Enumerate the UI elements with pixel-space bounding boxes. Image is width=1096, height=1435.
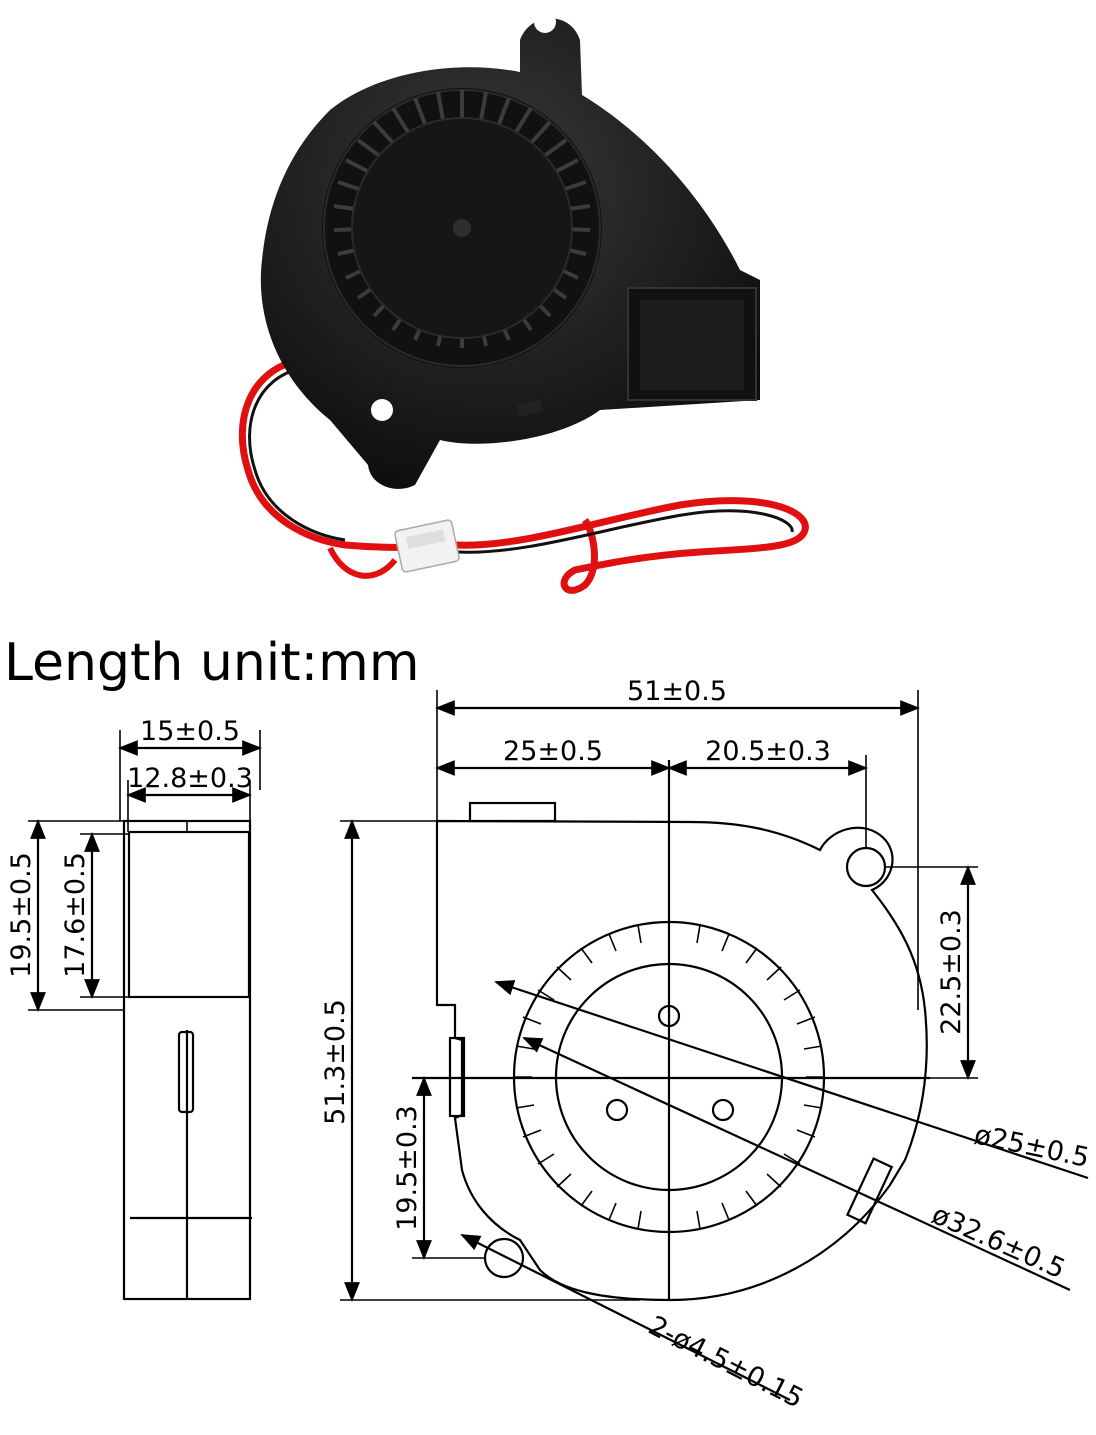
mount-hole-lower <box>483 1237 525 1279</box>
dim-hub-diameter: ø25±0.5 <box>972 1119 1092 1174</box>
fan-photo <box>238 11 809 594</box>
front-outline <box>435 819 928 1302</box>
dim-side-inner: 12.8±0.3 <box>127 763 253 794</box>
dim-hole-offset-y: 22.5±0.3 <box>936 909 967 1035</box>
fan-wires <box>238 356 809 594</box>
dim-mount-holes: 2-ø4.5±0.15 <box>643 1310 808 1414</box>
dim-overall-height: 51.3±0.5 <box>320 999 351 1125</box>
outlet-tab <box>845 1157 894 1225</box>
front-view: 51±0.5 25±0.5 20.5±0.3 51.3±0.5 19.5±0.3… <box>320 676 1092 1415</box>
side-outlet <box>127 830 251 999</box>
mount-hole-upper <box>845 846 887 888</box>
top-tab <box>468 801 557 823</box>
dim-hub-offset: 25±0.5 <box>503 736 603 767</box>
wire-connector <box>394 519 460 573</box>
impeller-blades <box>333 90 591 348</box>
side-view: 15±0.5 12.8±0.3 19.5±0.5 17.6±0.5 <box>6 716 262 1301</box>
dim-outlet-height: 19.5±0.5 <box>6 852 37 978</box>
unit-title: Length unit:mm <box>4 633 419 693</box>
dim-side-depth: 15±0.5 <box>140 716 240 747</box>
dim-lower-hole-offset: 19.5±0.3 <box>392 1105 423 1231</box>
dim-impeller-diameter: ø32.6±0.5 <box>927 1199 1070 1285</box>
fan-body <box>260 11 760 489</box>
dim-outlet-inner: 17.6±0.5 <box>60 852 91 978</box>
dim-overall-width: 51±0.5 <box>627 676 727 707</box>
dim-hole-offset-x: 20.5±0.3 <box>705 736 831 767</box>
